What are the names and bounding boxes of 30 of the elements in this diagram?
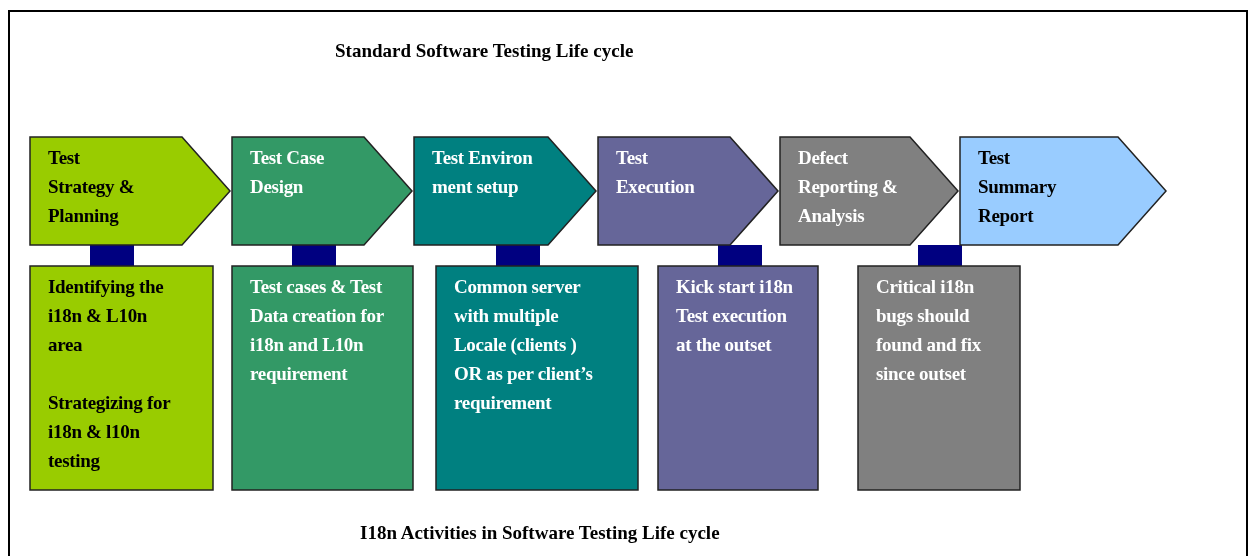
step-label: Test Case Design <box>250 146 326 199</box>
activity-box <box>436 266 638 490</box>
connector-block <box>918 245 962 266</box>
activity-box <box>658 266 818 490</box>
activity-box <box>858 266 1020 490</box>
diagram-title: Standard Software Testing Life cycle <box>335 40 634 62</box>
step-label: Test Summary Report <box>978 146 1058 228</box>
chevron-step <box>30 137 230 245</box>
activity-text: Identifying the i18n & L10n area <box>48 275 165 357</box>
activity-text: Kick start i18n Test execution at the outset <box>676 275 794 357</box>
step-label: Test Execution <box>616 146 696 199</box>
step-label: Test Strategy & Planning <box>48 146 136 228</box>
chevron-step <box>232 137 412 245</box>
chevron-step <box>598 137 778 245</box>
step-label: Defect Reporting & Analysis <box>798 146 899 228</box>
chevron-step <box>960 137 1166 245</box>
connector-block <box>718 245 762 266</box>
step-label: Test Environment setup <box>432 146 534 199</box>
activity-text: Common server with multiple Locale (clients ) OR as per client’s requirement <box>454 275 594 415</box>
diagram-caption: I18n Activities in Software Testing Life cycle <box>360 522 720 544</box>
activity-text: Test cases & Test Data creation for i18n and L10n requirement <box>250 275 385 386</box>
connector-block <box>90 245 134 266</box>
activity-box <box>30 266 213 490</box>
activity-text: Critical i18n bugs should found and fix since outset <box>876 275 982 386</box>
activity-box <box>232 266 413 490</box>
chevron-step <box>414 137 596 245</box>
activity-text: Strategizing for i18n & l10n testing <box>48 391 172 473</box>
connector-block <box>292 245 336 266</box>
connector-block <box>496 245 540 266</box>
chevron-step <box>780 137 958 245</box>
